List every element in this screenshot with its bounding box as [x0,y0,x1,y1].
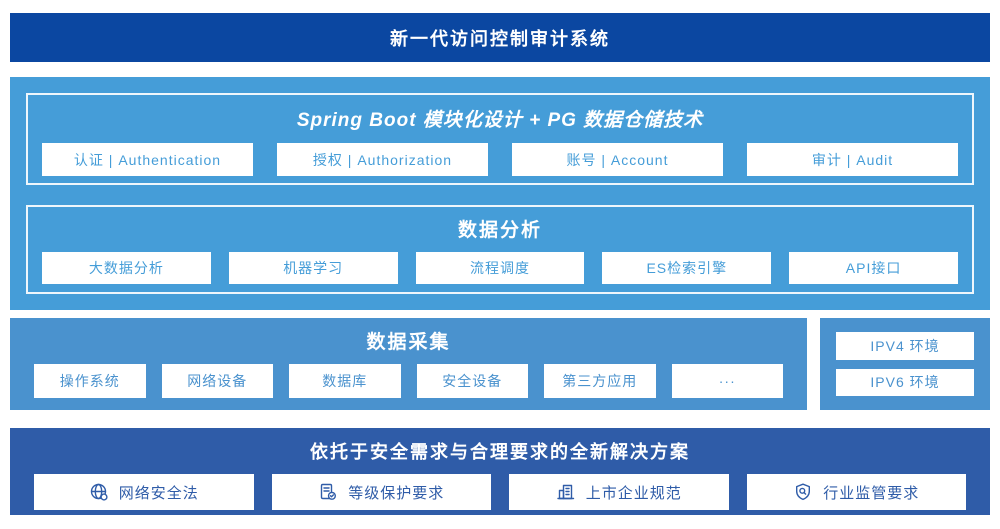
module-box-account: 账号 | Account [512,143,723,176]
analysis-frame: 数据分析 大数据分析 机器学习 流程调度 ES检索引擎 API接口 [26,205,974,294]
env-box-ipv4: IPV4 环境 [836,332,974,360]
module-box-audit: 审计 | Audit [747,143,958,176]
solution-label: 等级保护要求 [348,484,445,502]
env-box-ipv6: IPV6 环境 [836,368,974,396]
environments-panel: IPV4 环境 IPV6 环境 [820,318,990,410]
solution-label: 行业监管要求 [823,484,920,502]
collection-title: 数据采集 [366,332,451,353]
system-title: 新一代访问控制审计系统 [390,28,610,49]
solution-box-classified-protection: 等级保护要求 [271,474,491,510]
collection-box-os: 操作系统 [34,364,146,398]
building-icon [557,484,574,500]
solution-label: 上市企业规范 [585,484,682,502]
platform-panel: Spring Boot 模块化设计 + PG 数据仓储技术 认证 | Authe… [10,77,990,310]
shield-search-icon [796,483,811,501]
collection-box-thirdparty: 第三方应用 [544,364,656,398]
solution-box-industry-regulation: 行业监管要求 [746,474,966,510]
collection-box-security-device: 安全设备 [416,364,528,398]
module-box-authorization: 授权 | Authorization [277,143,488,176]
analysis-box-workflow: 流程调度 [415,252,585,284]
collection-row: 操作系统 网络设备 数据库 安全设备 第三方应用 ··· [34,364,783,398]
system-title-banner: 新一代访问控制审计系统 [10,13,990,62]
analysis-row: 大数据分析 机器学习 流程调度 ES检索引擎 API接口 [42,252,958,284]
collection-panel: 数据采集 操作系统 网络设备 数据库 安全设备 第三方应用 ··· [10,318,807,410]
module-box-authentication: 认证 | Authentication [42,143,253,176]
analysis-box-bigdata: 大数据分析 [42,252,211,284]
collection-box-network-device: 网络设备 [161,364,273,398]
solution-title: 依托于安全需求与合理要求的全新解决方案 [310,442,690,462]
analysis-box-api: API接口 [789,252,958,284]
modules-frame: Spring Boot 模块化设计 + PG 数据仓储技术 认证 | Authe… [26,93,974,185]
collection-box-more: ··· [671,364,783,398]
document-check-icon [321,483,337,500]
analysis-title: 数据分析 [457,220,542,241]
solution-box-cybersecurity-law: 网络安全法 [34,474,254,510]
solution-box-listed-company: 上市企业规范 [509,474,729,510]
collection-box-database: 数据库 [289,364,401,398]
analysis-box-ml: 机器学习 [228,252,398,284]
modules-row: 认证 | Authentication 授权 | Authorization 账… [42,143,958,176]
solution-label: 网络安全法 [118,484,199,502]
analysis-box-es: ES检索引擎 [602,252,772,284]
globe-icon [90,483,108,501]
solution-row: 网络安全法 等级保护要求 上市企业规范 [34,474,966,510]
modules-title: Spring Boot 模块化设计 + PG 数据仓储技术 [296,110,704,131]
solution-panel: 依托于安全需求与合理要求的全新解决方案 网络安全法 等级保护要求 [10,428,990,515]
